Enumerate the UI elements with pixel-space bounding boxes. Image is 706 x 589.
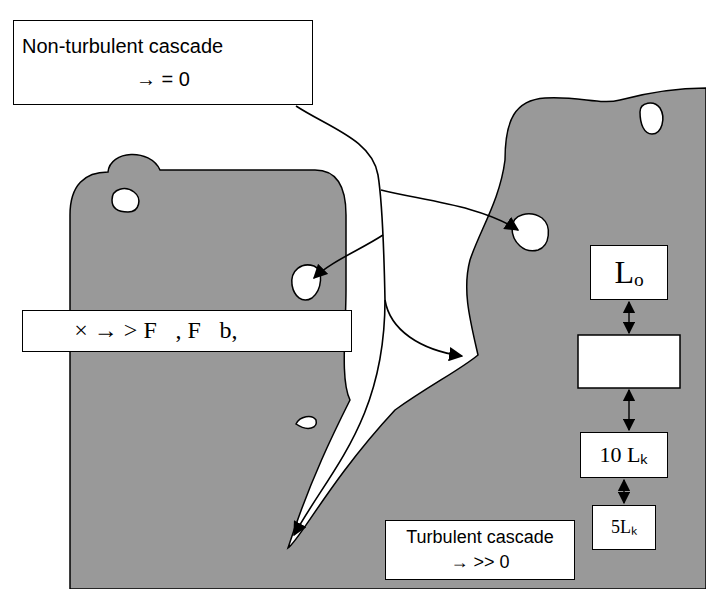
callout-box: Non-turbulent cascade → = 0 <box>13 20 313 105</box>
node-text: Lₒ <box>615 254 644 291</box>
non-turbulent-blob <box>292 265 321 300</box>
non-turbulent-blob <box>112 189 139 212</box>
cascade-arrow <box>381 190 518 230</box>
non-turbulent-blob <box>640 103 663 134</box>
node-text: 5Lₖ <box>611 517 637 538</box>
callout-box: Turbulent cascade → >> 0 <box>385 520 575 580</box>
scale-arrow <box>628 390 629 430</box>
scale-arrow <box>628 302 629 333</box>
node-text: 10 Lₖ <box>600 442 649 467</box>
scale-box: 5Lₖ <box>592 505 656 550</box>
scale-box: Lₒ <box>590 245 668 300</box>
non-turbulent-blob <box>296 417 316 429</box>
cascade-arrow <box>385 300 462 356</box>
empty-scale-box <box>578 335 680 388</box>
equation-box: ∇⃗ × → > F⃗, F⃗b, <box>22 310 352 352</box>
cascade-arrow <box>296 106 385 300</box>
scale-arrow <box>623 480 624 503</box>
node-text: Turbulent cascade <box>406 527 553 548</box>
node-formula: → = 0 <box>136 68 190 91</box>
non-turbulent-blob <box>512 214 548 251</box>
cascade-arrow <box>314 235 383 278</box>
node-text: Non-turbulent cascade <box>22 35 223 58</box>
scale-box: 10 Lₖ <box>580 432 668 478</box>
node-formula: → >> 0 <box>450 552 509 573</box>
node-text: ∇⃗ × → > F⃗, F⃗b, <box>31 317 237 345</box>
